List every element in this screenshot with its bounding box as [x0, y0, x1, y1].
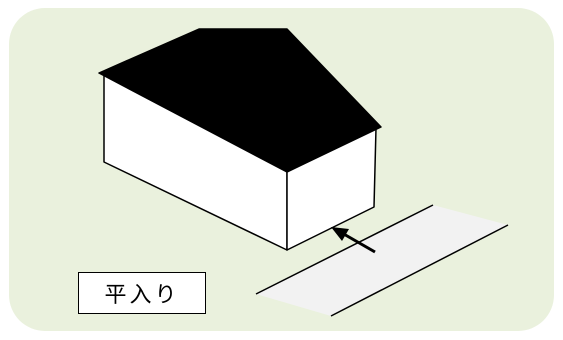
diagram-panel: 平入り	[9, 8, 554, 331]
diagram-label: 平入り	[104, 283, 180, 308]
roof	[98, 28, 382, 173]
road	[256, 205, 508, 316]
road-edge-right	[330, 224, 509, 317]
entrance-arrow-head	[331, 227, 349, 241]
label-box: 平入り	[78, 272, 206, 314]
road-edge-left	[255, 204, 434, 295]
entrance-arrow-shaft	[341, 231, 376, 254]
